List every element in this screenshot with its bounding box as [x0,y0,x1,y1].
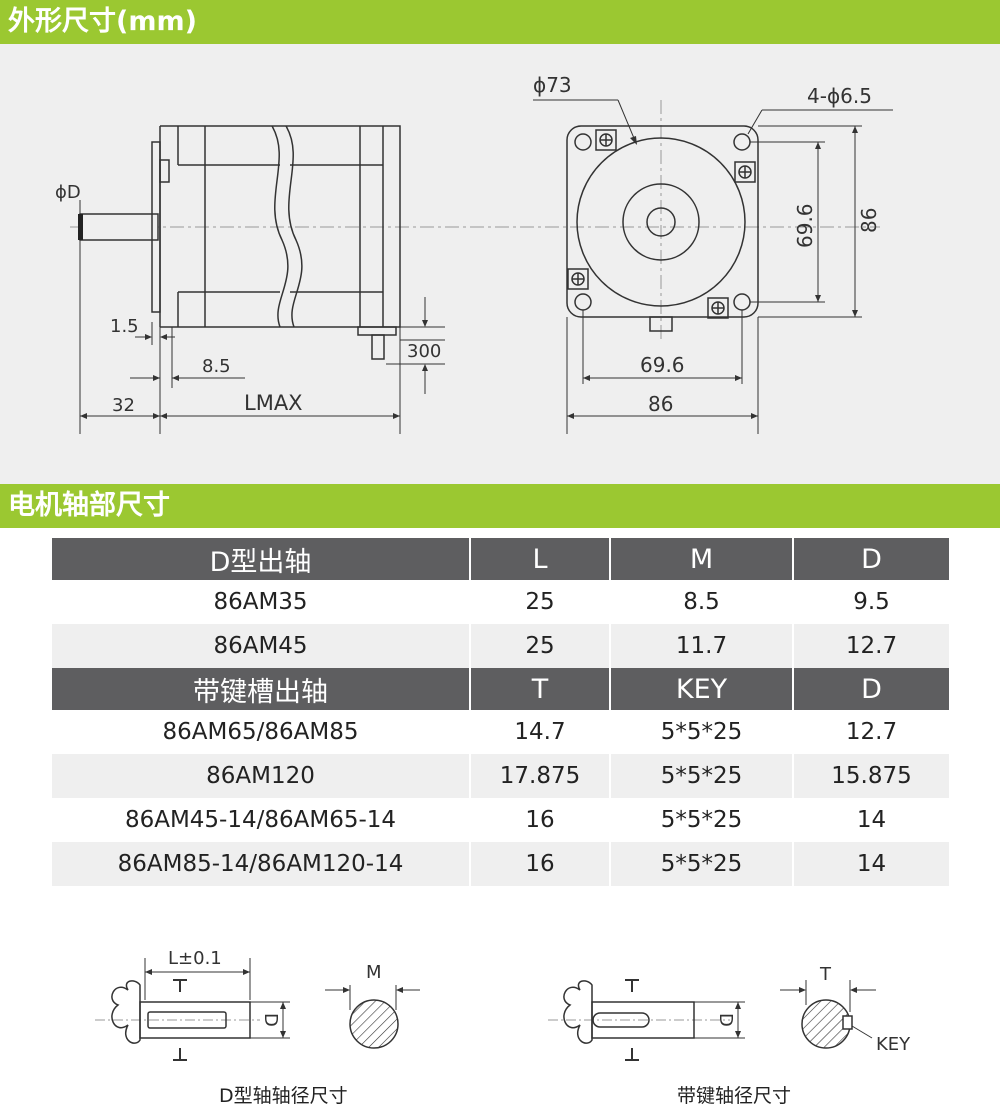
side-view [70,125,880,434]
shaft-spec-table: D型出轴 L M D 86AM35 25 8.5 9.5 86AM45 25 1… [52,538,949,886]
front-view [533,99,893,434]
table-cell: 17.875 [470,754,611,798]
table-row: 86AM120 17.875 5*5*25 15.875 [52,754,949,798]
shaft-detail-drawings: L±0.1 D M [0,910,1000,1109]
table-cell: 12.7 [793,710,949,754]
label-boss-length: 8.5 [202,356,231,377]
table-row: 86AM65/86AM85 14.7 5*5*25 12.7 [52,710,949,754]
table-row: 86AM85-14/86AM120-14 16 5*5*25 14 [52,842,949,886]
label-d-shaft-length: L±0.1 [168,948,222,969]
table-cell: 5*5*25 [610,842,794,886]
label-body-length: LMAX [244,391,303,415]
table-cell: 5*5*25 [610,710,794,754]
table-cell: 86AM45-14/86AM65-14 [52,798,471,842]
d-shaft-drawing [95,958,420,1061]
outline-drawing: ϕD 1.5 8.5 32 LMAX 300 [0,44,1000,484]
label-key-shaft-t: T [819,964,832,985]
table-cell: 5*5*25 [610,798,794,842]
header-cell: 带键槽出轴 [52,668,471,710]
caption-d-shaft: D型轴轴径尺寸 [219,1085,348,1107]
table-cell: 11.7 [610,624,794,668]
header-cell: D [793,668,949,710]
table-cell: 9.5 [793,580,949,624]
label-shaft-length: 32 [112,395,135,416]
shaft-detail-svg: L±0.1 D M [95,948,911,1061]
table-cell: 86AM65/86AM85 [52,710,471,754]
label-key-shaft-diameter: D [715,1013,736,1027]
caption-key-shaft: 带键轴径尺寸 [677,1085,792,1107]
header-cell: D型出轴 [52,538,471,580]
table-cell: 8.5 [610,580,794,624]
table-header-d-shaft: D型出轴 L M D [52,538,949,580]
outline-drawing-svg: ϕD 1.5 8.5 32 LMAX 300 [55,73,893,434]
table-cell: 86AM35 [52,580,471,624]
table-cell: 14 [793,798,949,842]
header-cell: T [470,668,611,710]
label-key: KEY [876,1034,911,1055]
label-lead-length: 300 [407,341,441,362]
label-d-shaft-diameter: D [260,1013,281,1027]
shaft-section-title: 电机轴部尺寸 [0,484,1000,528]
table-cell: 25 [470,580,611,624]
table-row: 86AM45-14/86AM65-14 16 5*5*25 14 [52,798,949,842]
table-cell: 14 [793,842,949,886]
label-size-v: 86 [857,208,881,233]
table-row: 86AM35 25 8.5 9.5 [52,580,949,624]
table-cell: 86AM120 [52,754,471,798]
table-cell: 25 [470,624,611,668]
label-d-shaft-flat: M [366,962,382,983]
header-cell: D [793,538,949,580]
table-cell: 12.7 [793,624,949,668]
label-size-h: 86 [648,392,673,416]
table-cell: 14.7 [470,710,611,754]
table-header-key-shaft: 带键槽出轴 T KEY D [52,668,949,710]
table-cell: 16 [470,798,611,842]
table-row: 86AM45 25 11.7 12.7 [52,624,949,668]
label-hole-spacing-h: 69.6 [640,353,685,377]
table-cell: 15.875 [793,754,949,798]
header-cell: L [470,538,611,580]
label-hole-spacing-v: 69.6 [793,203,817,248]
table-cell: 86AM45 [52,624,471,668]
table-cell: 16 [470,842,611,886]
header-cell: KEY [610,668,794,710]
label-shaft-diameter: ϕD [55,182,81,203]
header-cell: M [610,538,794,580]
label-flange-thickness: 1.5 [110,316,139,337]
label-mounting-holes: 4-ϕ6.5 [807,84,872,108]
label-pilot-diameter: ϕ73 [533,73,572,97]
key-shaft-drawing [548,979,876,1061]
table-cell: 86AM85-14/86AM120-14 [52,842,471,886]
outline-section-title: 外形尺寸(mm) [0,0,1000,44]
table-cell: 5*5*25 [610,754,794,798]
